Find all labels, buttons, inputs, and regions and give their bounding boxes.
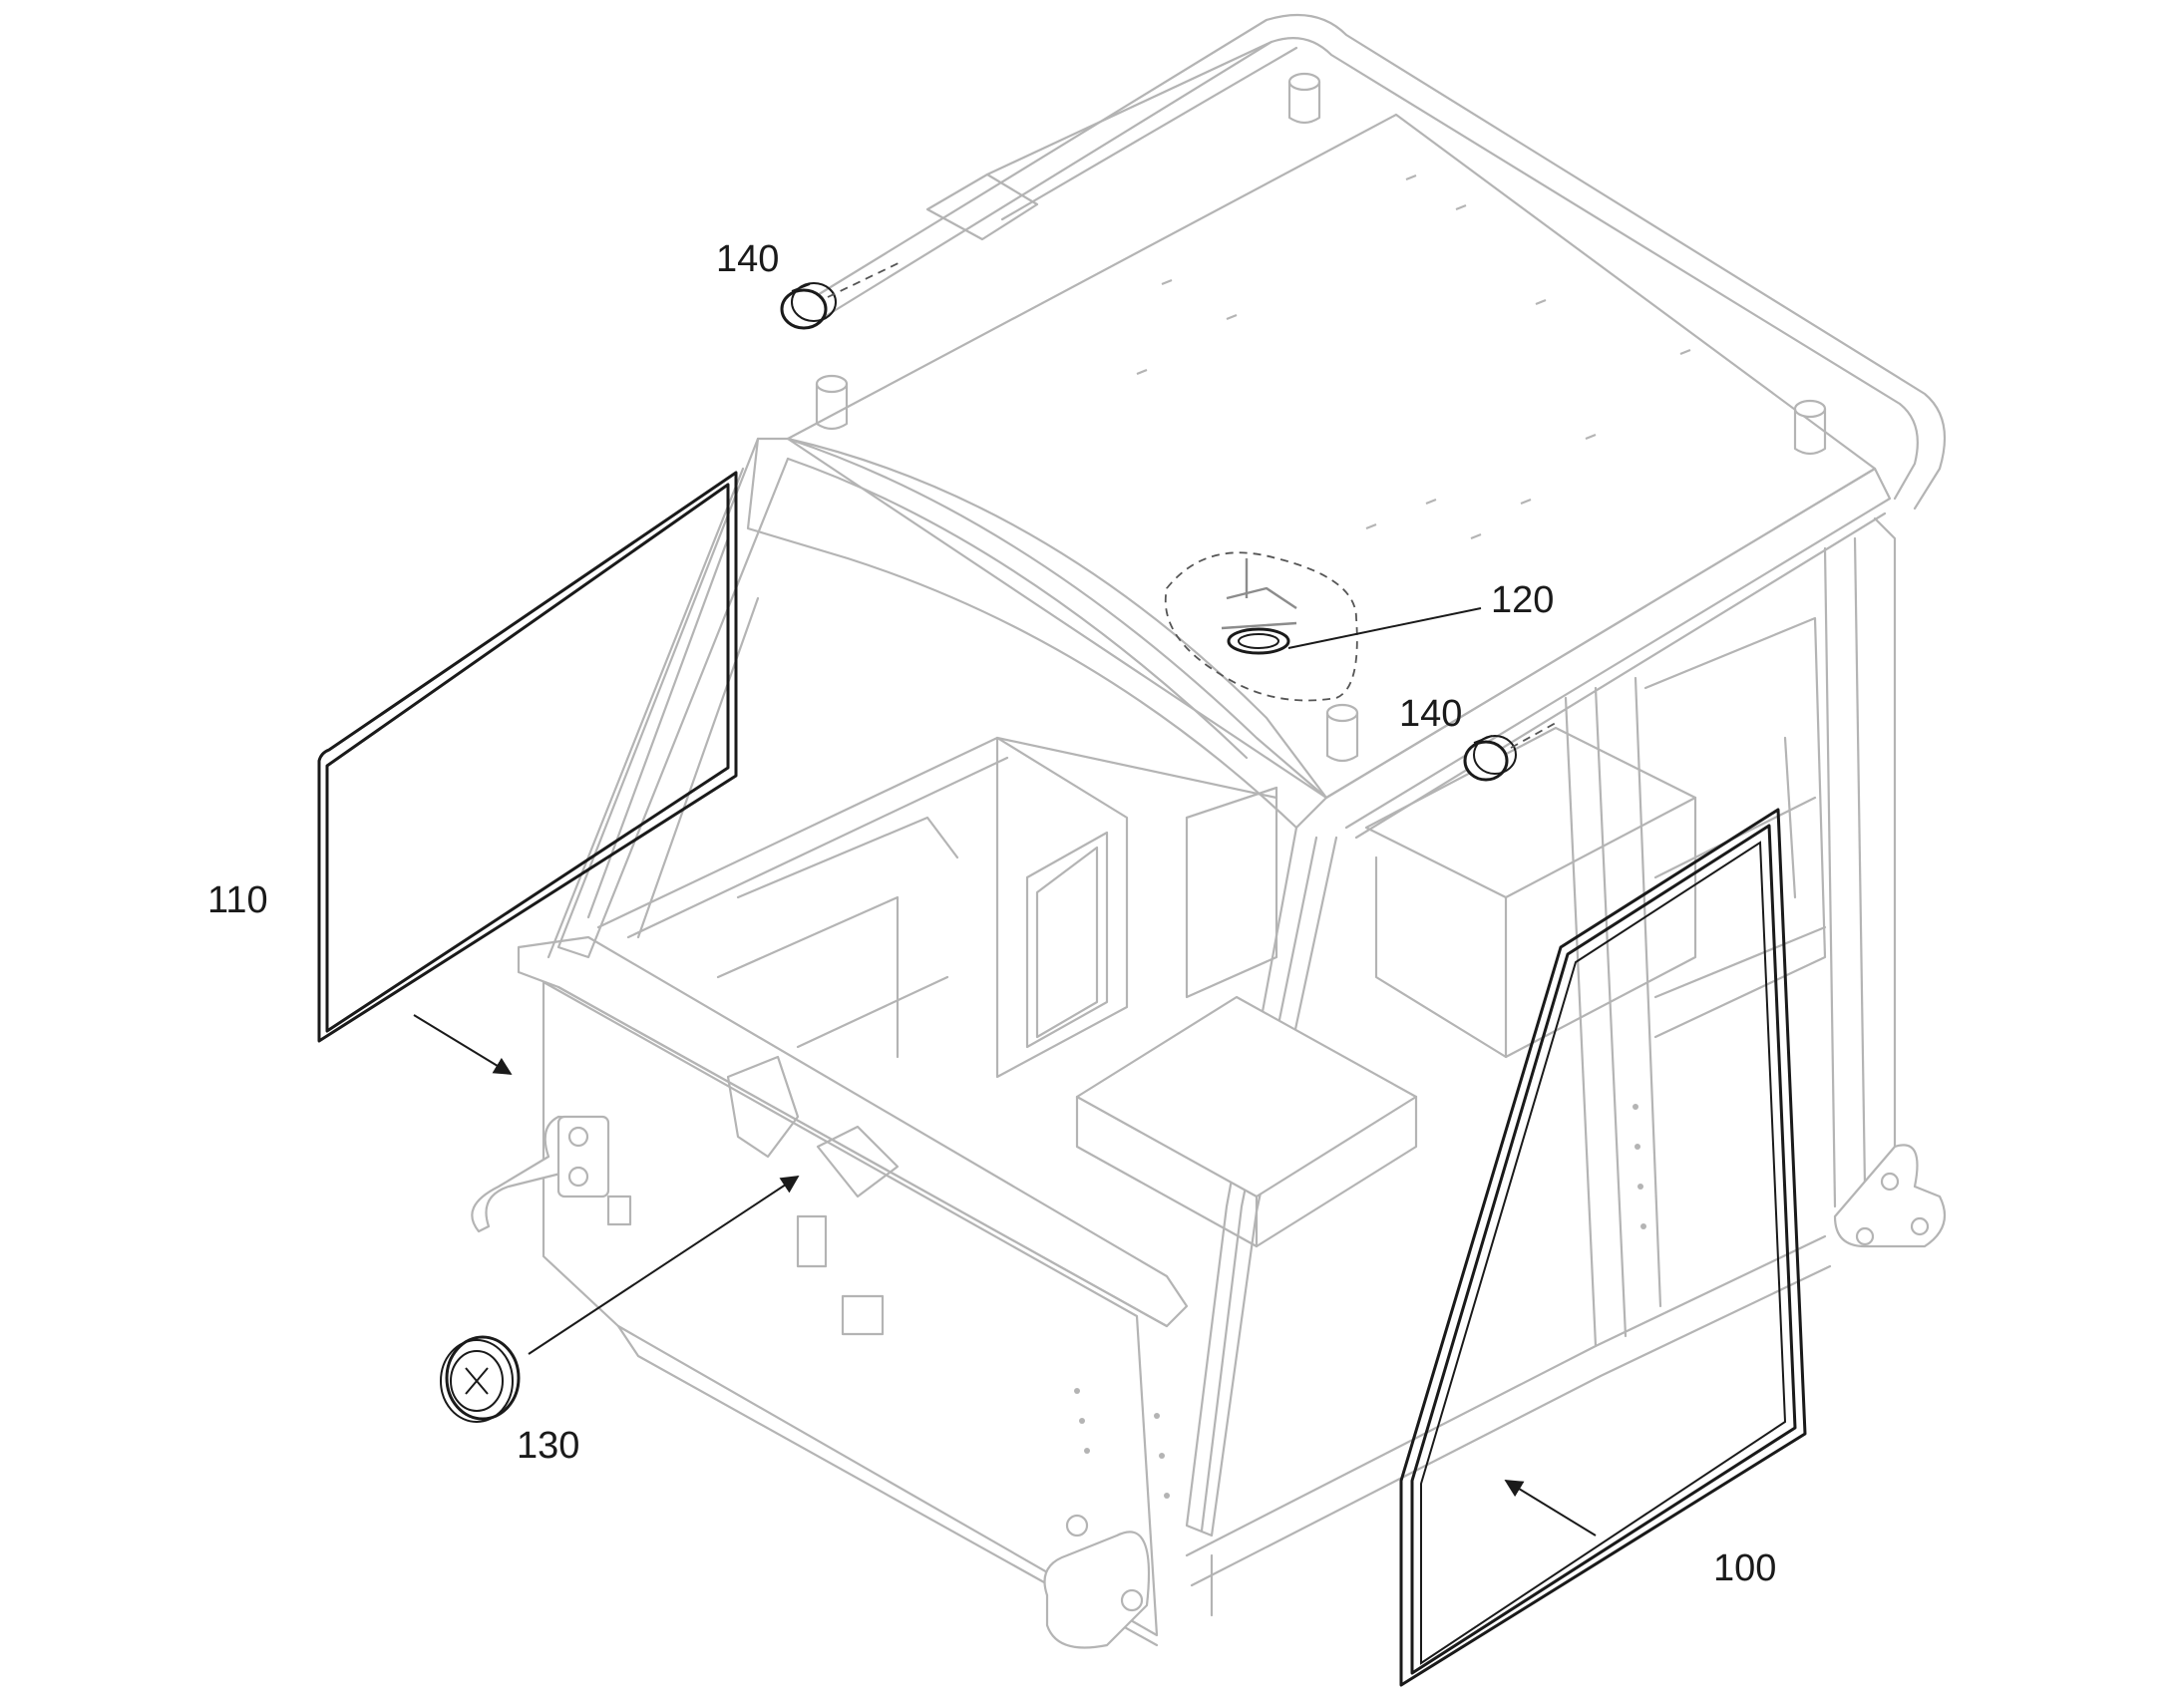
callout-130: 130: [517, 1425, 579, 1467]
callout-100: 100: [1713, 1547, 1776, 1589]
grommet-plug: [440, 1335, 521, 1423]
callout-110: 110: [207, 879, 268, 921]
console-box: [1075, 995, 1418, 1248]
cab-frame: [471, 13, 1947, 1649]
top-plug: [780, 282, 837, 330]
detail-boundary: [1164, 551, 1358, 702]
callout-120: 120: [1491, 579, 1554, 621]
left-foot-mount: [471, 1115, 610, 1233]
right-foot-mount: [1833, 1144, 1947, 1248]
roof-guard-rail: [801, 13, 1947, 511]
roof-panel: [786, 113, 1877, 800]
left-front-pillar: [556, 437, 790, 959]
roof-fitting: [1221, 621, 1297, 655]
roof-posts: [815, 72, 1827, 763]
side-window-seal: [317, 471, 738, 1043]
rear-frame: [995, 736, 1278, 1079]
front-foot-mount: [1043, 1514, 1151, 1649]
leader-lines: [413, 260, 1597, 1537]
door-seal: [1399, 808, 1807, 1687]
callout-140-top: 140: [716, 238, 779, 280]
side-plug: [1463, 735, 1517, 782]
callout-140-side: 140: [1399, 693, 1462, 735]
front-lower-panel: [542, 980, 1159, 1637]
roof-guard-rail-inner: [811, 37, 1919, 501]
